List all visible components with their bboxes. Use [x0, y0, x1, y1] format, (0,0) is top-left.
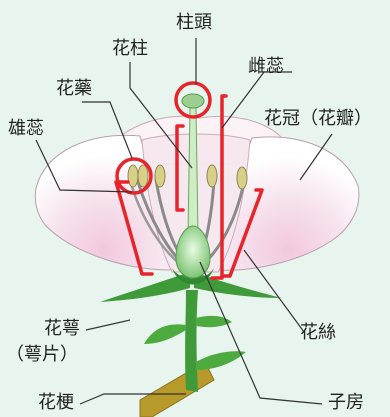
label-pistil: 雌蕊	[248, 58, 284, 76]
label-filament: 花絲	[300, 324, 336, 342]
label-ovary: 子房	[328, 394, 364, 412]
sepal-left	[100, 272, 190, 302]
style	[188, 108, 198, 235]
label-sepal-pieces: （萼片）	[6, 346, 78, 364]
label-stigma: 柱頭	[176, 14, 212, 32]
label-style: 花柱	[112, 40, 148, 58]
anther	[128, 165, 138, 187]
pedicel-stem	[185, 290, 198, 392]
stigma	[182, 94, 204, 108]
branch	[140, 362, 214, 417]
label-pedicel: 花梗	[38, 394, 74, 412]
label-anther: 花藥	[56, 80, 92, 98]
stem-leaf-low	[196, 351, 246, 370]
label-petals: 花冠（花瓣）	[264, 110, 372, 128]
stem-leaf-left	[144, 324, 186, 344]
label-sepals: 花萼	[44, 320, 80, 338]
leader-sepals	[86, 320, 130, 330]
label-stamen: 雄蕊	[8, 120, 44, 138]
